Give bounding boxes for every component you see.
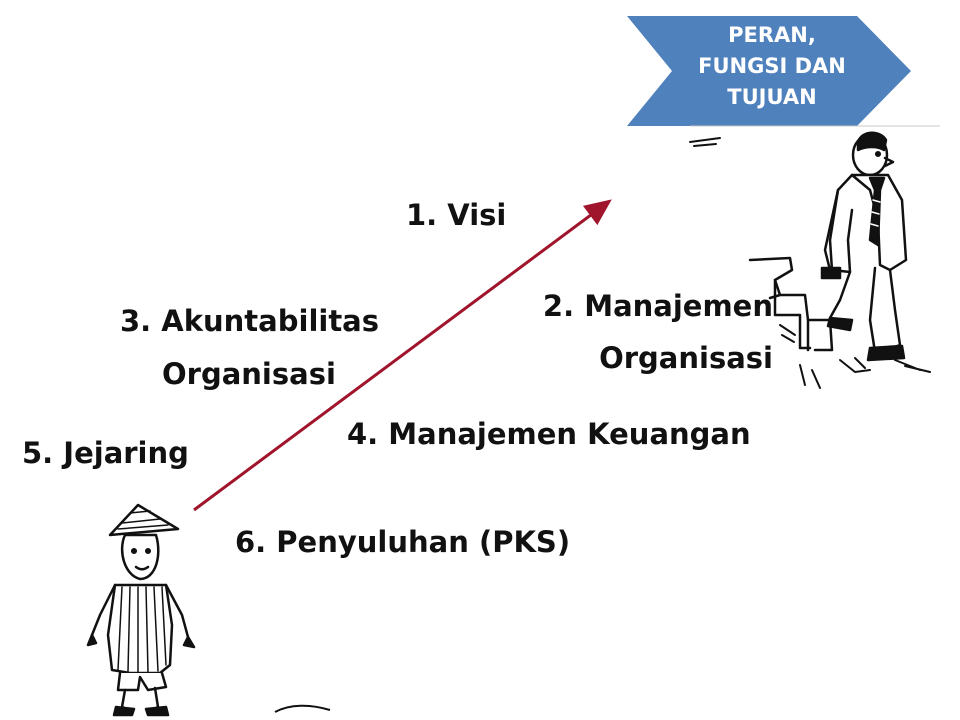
banner-line-1: PERAN, bbox=[728, 23, 816, 47]
item-akuntabilitas-line2-wrap: Organisasi bbox=[162, 356, 336, 392]
banner-arrow-shape bbox=[627, 16, 911, 126]
item-manajemen-organisasi-line2-wrap: Organisasi bbox=[518, 340, 773, 376]
ground-scribble bbox=[274, 704, 331, 713]
item-penyuluhan: 6. Penyuluhan (PKS) bbox=[235, 525, 571, 559]
item-akuntabilitas-line1: 3. Akuntabilitas bbox=[120, 304, 380, 338]
banner-title: PERAN, FUNGSI DAN TUJUAN bbox=[672, 20, 872, 113]
item-manajemen-keuangan: 4. Manajemen Keuangan bbox=[347, 417, 751, 451]
businessman-climbing-icon bbox=[689, 131, 931, 389]
item-akuntabilitas-line2: Organisasi bbox=[162, 357, 336, 391]
progress-arrow-line bbox=[193, 199, 612, 512]
item-manajemen-organisasi-line2: Organisasi bbox=[599, 341, 773, 375]
poor-farmer-icon bbox=[86, 503, 196, 717]
item-akuntabilitas-organisasi: 3. Akuntabilitas bbox=[120, 303, 379, 339]
item-visi: 1. Visi bbox=[406, 198, 507, 232]
item-manajemen-organisasi-line1: 2. Manajemen bbox=[542, 289, 773, 323]
banner-line-3: TUJUAN bbox=[727, 85, 817, 109]
banner-arrow-polygon bbox=[627, 16, 911, 126]
item-manajemen-organisasi: 2. Manajemen bbox=[518, 288, 773, 324]
item-jejaring: 5. Jejaring bbox=[22, 436, 189, 470]
banner-line-2: FUNGSI DAN bbox=[698, 54, 846, 78]
